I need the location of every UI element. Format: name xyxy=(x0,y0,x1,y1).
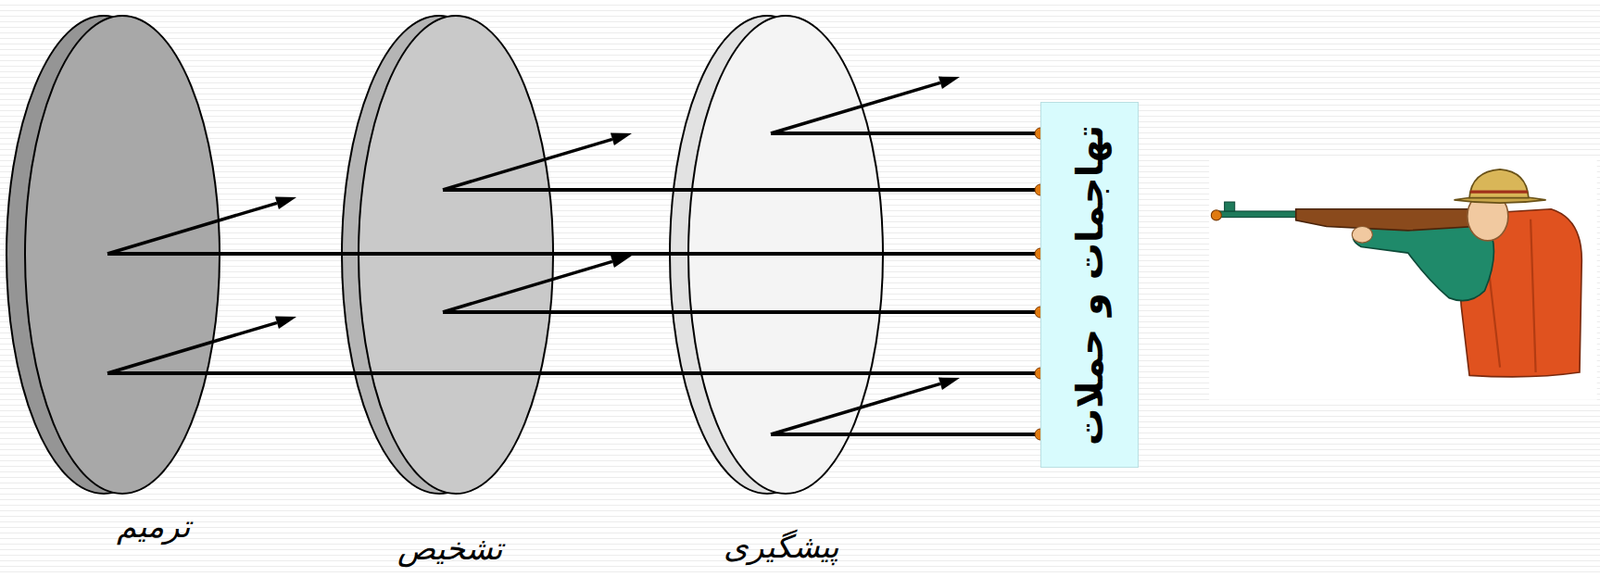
defense-disc: تشخیص xyxy=(338,9,557,575)
arrow-head xyxy=(938,377,960,391)
attack-box: تهاجمات و حملات xyxy=(1040,101,1139,468)
illustration-ground xyxy=(1209,159,1598,401)
disc-label: ترمیم xyxy=(116,507,190,545)
arrow-head xyxy=(275,197,297,210)
attack-line xyxy=(107,316,1046,379)
disc-outline xyxy=(2,9,224,510)
arrow-head xyxy=(938,76,960,89)
disc-label: تشخیص xyxy=(397,529,503,567)
arm xyxy=(1352,224,1494,301)
disc-outline xyxy=(666,9,887,510)
defense-disc: پیشگیری xyxy=(666,9,887,575)
arrow-head xyxy=(610,133,632,146)
rifle-stock xyxy=(1296,209,1475,231)
disc-outline xyxy=(338,9,557,510)
rifle-barrel xyxy=(1219,211,1301,218)
attack-line xyxy=(107,197,1046,260)
muzzle-dot xyxy=(1210,210,1222,221)
disc-label: پیشگیری xyxy=(723,528,839,566)
box-label: تهاجمات و حملات xyxy=(1068,124,1111,445)
arrow-head xyxy=(610,255,632,268)
defense-disc: ترمیم xyxy=(2,9,224,575)
arrow-head xyxy=(275,316,297,329)
